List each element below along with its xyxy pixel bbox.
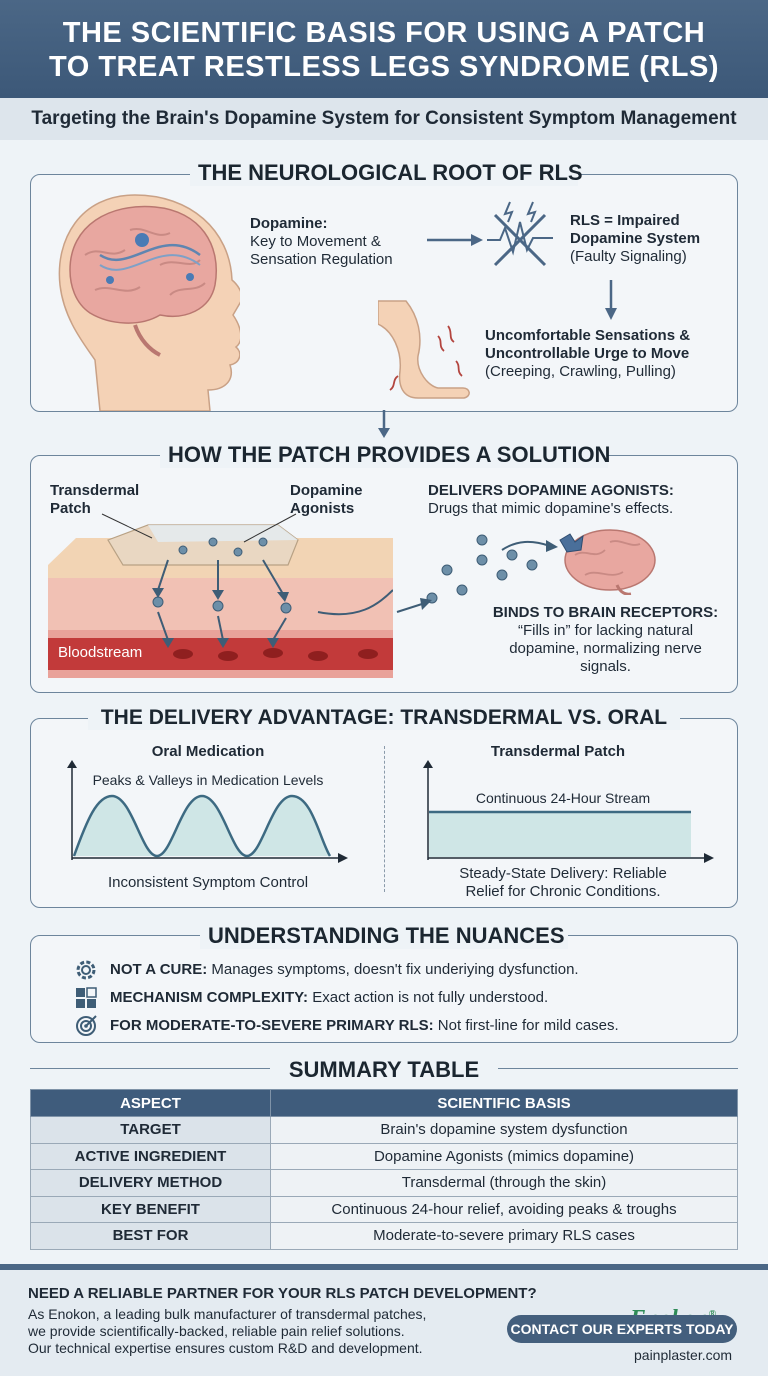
aspect-cell: ACTIVE INGREDIENT: [30, 1142, 271, 1170]
faulty-signal-icon: [487, 201, 553, 267]
rls-line-1: RLS = Impaired: [570, 212, 680, 229]
binds-block: BINDS TO BRAIN RECEPTORS: “Fills in” for…: [478, 604, 733, 676]
nuance-2-heading: MECHANISM COMPLEXITY:: [110, 988, 309, 1006]
oral-chart-title: Oral Medication: [151, 743, 265, 760]
summary-section-title: SUMMARY TABLE: [270, 1057, 498, 1083]
contact-experts-button[interactable]: CONTACT OUR EXPERTS TODAY: [507, 1315, 737, 1343]
rls-line-2: Dopamine System: [570, 230, 701, 247]
summary-header-row: ASPECT SCIENTIFIC BASIS: [30, 1089, 738, 1117]
footer-line-2: we provide scientifically-backed, reliab…: [28, 1323, 405, 1339]
website-link[interactable]: painplaster.com: [634, 1347, 733, 1363]
footer-line-3: Our technical expertise ensures custom R…: [28, 1340, 423, 1356]
symptom-line-3: (Creeping, Crawling, Pulling): [485, 363, 676, 380]
arrow-down-icon: [605, 280, 617, 320]
patch-label-line-1: Transdermal: [50, 482, 140, 499]
basis-cell: Continuous 24-hour relief, avoiding peak…: [270, 1195, 738, 1223]
patch-caption-line-2: Relief for Chronic Conditions.: [465, 883, 661, 900]
dopamine-heading: Dopamine:: [250, 215, 328, 232]
bloodstream-label: Bloodstream: [58, 644, 143, 661]
basis-cell: Brain's dopamine system dysfunction: [270, 1116, 738, 1144]
patch-leader-line: [101, 513, 153, 539]
aspect-cell: KEY BENEFIT: [30, 1195, 271, 1223]
patch-caption: Steady-State Delivery: Reliable Relief f…: [410, 865, 716, 901]
nuance-2-text: Exact action is not fully understood.: [308, 988, 549, 1006]
section-connector-arrow-icon: [378, 410, 390, 438]
brand-mark: ®: [709, 1309, 716, 1320]
target-icon: [76, 1015, 97, 1036]
nuances-section-title: UNDERSTANDING THE NUANCES: [200, 923, 568, 949]
basis-cell: Dopamine Agonists (mimics dopamine): [270, 1142, 738, 1170]
footer-heading: NEED A RELIABLE PARTNER FOR YOUR RLS PAT…: [28, 1285, 537, 1302]
nuance-item-2: MECHANISM COMPLEXITY: Exact action is no…: [74, 986, 734, 1008]
nuance-3-text: Not first-line for mild cases.: [433, 1016, 619, 1034]
delivers-text: Drugs that mimic dopamine's effects.: [428, 500, 674, 517]
patch-chart-title: Transdermal Patch: [490, 743, 626, 760]
agonist-label-line-1: Dopamine: [290, 482, 363, 499]
oral-annotation: Peaks & Valleys in Medication Levels: [92, 772, 324, 788]
rls-line-3: (Faulty Signaling): [570, 248, 687, 265]
basis-cell: Transdermal (through the skin): [270, 1169, 738, 1197]
oral-chart: [67, 760, 348, 863]
patch-section-title: HOW THE PATCH PROVIDES A SOLUTION: [160, 442, 610, 468]
root-section-title: THE NEUROLOGICAL ROOT OF RLS: [190, 160, 583, 186]
dopamine-line-2: Sensation Regulation: [250, 251, 393, 268]
molecule-stream-illustration: [396, 534, 558, 613]
rls-block: RLS = Impaired Dopamine System (Faulty S…: [570, 212, 740, 266]
patch-caption-line-1: Steady-State Delivery: Reliable: [459, 865, 667, 882]
binds-line-3: signals.: [580, 658, 631, 675]
agonist-label-line-2: Agonists: [290, 500, 355, 517]
delivers-heading: DELIVERS DOPAMINE AGONISTS:: [428, 482, 674, 499]
subtitle: Targeting the Brain's Dopamine System fo…: [0, 98, 768, 140]
title-line-2: TO TREAT RESTLESS LEGS SYNDROME (RLS): [49, 51, 719, 83]
leg-illustration: [378, 300, 470, 399]
symptom-block: Uncomfortable Sensations & Uncontrollabl…: [485, 327, 735, 381]
nuance-3-heading: FOR MODERATE-TO-SEVERE PRIMARY RLS:: [110, 1016, 434, 1034]
nuance-1-heading: NOT A CURE:: [110, 960, 208, 978]
footer-body: As Enokon, a leading bulk manufacturer o…: [28, 1306, 498, 1357]
binds-heading: BINDS TO BRAIN RECEPTORS:: [492, 604, 719, 621]
agonist-label: Dopamine Agonists: [290, 482, 410, 518]
symptom-line-2: Uncontrollable Urge to Move: [485, 345, 690, 362]
basis-column-header: SCIENTIFIC BASIS: [270, 1089, 738, 1117]
patch-label-line-2: Patch: [50, 500, 91, 517]
title-line-1: THE SCIENTIFIC BASIS FOR USING A PATCH: [62, 17, 706, 49]
nuance-item-1: NOT A CURE: Manages symptoms, doesn't fi…: [74, 958, 734, 980]
patch-annotation: Continuous 24-Hour Stream: [475, 790, 651, 806]
symptom-line-1: Uncomfortable Sensations &: [485, 327, 691, 344]
arrow-right-icon: [427, 234, 483, 246]
page-header: THE SCIENTIFIC BASIS FOR USING A PATCH T…: [0, 0, 768, 98]
skin-cross-section-illustration: [48, 524, 393, 678]
delivery-divider: [384, 746, 385, 892]
aspect-cell: DELIVERY METHOD: [30, 1169, 271, 1197]
gear-icon: [76, 960, 96, 980]
aspect-cell: BEST FOR: [30, 1222, 271, 1250]
binds-line-2: dopamine, normalizing nerve: [509, 640, 702, 657]
nuances-panel: [30, 935, 738, 1043]
oral-caption: Inconsistent Symptom Control: [107, 874, 309, 891]
basis-cell: Moderate-to-severe primary RLS cases: [270, 1222, 738, 1250]
footer-line-1: As Enokon, a leading bulk manufacturer o…: [28, 1306, 427, 1322]
dopamine-block: Dopamine: Key to Movement & Sensation Re…: [250, 215, 430, 269]
nuance-item-3: FOR MODERATE-TO-SEVERE PRIMARY RLS: Not …: [74, 1014, 734, 1036]
delivery-section-title: THE DELIVERY ADVANTAGE: TRANSDERMAL VS. …: [88, 706, 680, 730]
brain-head-illustration: [58, 194, 240, 411]
aspect-cell: TARGET: [30, 1116, 271, 1144]
delivers-block: DELIVERS DOPAMINE AGONISTS: Drugs that m…: [428, 482, 728, 518]
aspect-column-header: ASPECT: [30, 1089, 271, 1117]
brain-receptor-illustration: [559, 529, 656, 595]
dopamine-line-1: Key to Movement &: [250, 233, 381, 250]
nuance-1-text: Manages symptoms, doesn't fix underiying…: [207, 960, 579, 978]
puzzle-icon: [76, 987, 97, 1008]
patch-chart: [423, 760, 714, 863]
agonist-leader-line: [243, 513, 297, 543]
patch-label: Transdermal Patch: [50, 482, 170, 518]
page-title: THE SCIENTIFIC BASIS FOR USING A PATCH T…: [0, 0, 768, 84]
binds-line-1: “Fills in” for lacking natural: [517, 622, 694, 639]
